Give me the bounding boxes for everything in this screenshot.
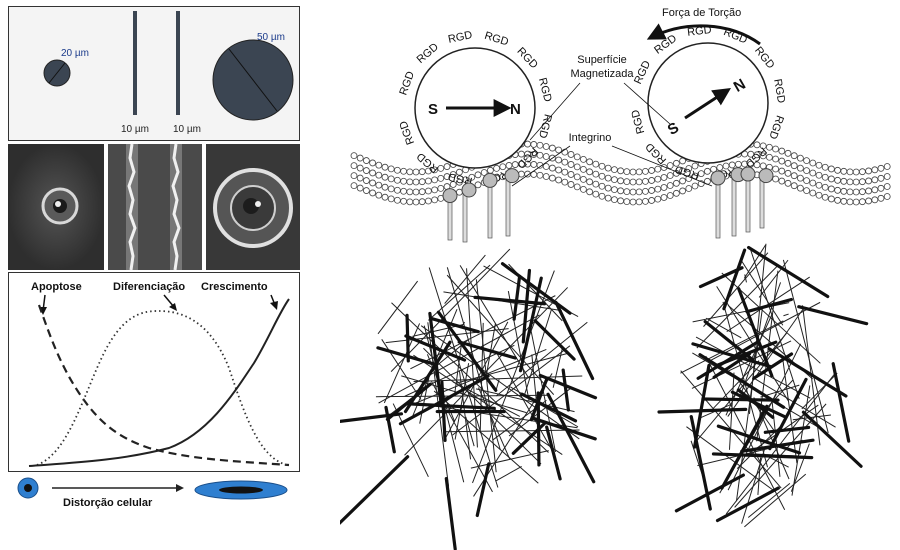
- integrin-label: Integrino: [569, 132, 612, 144]
- magnet-arrow-right: [684, 88, 732, 120]
- micrograph-small-island: [8, 144, 104, 270]
- north-pole-left: N: [510, 101, 521, 118]
- magnetic-bead-right: S N: [647, 42, 769, 164]
- apoptose-label: Apoptose: [31, 281, 82, 293]
- cytoskeleton-right: [657, 243, 869, 528]
- rgd-label: RGD: [483, 30, 510, 49]
- micrograph-line-patterns: [108, 144, 202, 270]
- torque-arrow: [646, 23, 761, 46]
- large-island-diameter: [228, 48, 278, 112]
- diferenciacao-curve: [36, 310, 288, 466]
- rgd-label: RGD: [771, 78, 787, 104]
- small-island-diameter: [48, 62, 66, 84]
- micropattern-drawing: 20 µm 10 µm 10 µm 50 µm: [43, 11, 294, 135]
- line-pattern-1: [133, 11, 137, 115]
- diferenciacao-label: Diferenciação: [113, 281, 185, 293]
- line-pattern-2-label: 10 µm: [173, 124, 201, 135]
- micropattern-panel: 20 µm 10 µm 10 µm 50 µm: [8, 6, 300, 141]
- crescimento-curve: [28, 298, 290, 467]
- small-island-label: 20 µm: [61, 48, 89, 59]
- rgd-label: RGD: [766, 114, 786, 141]
- magnetic-twisting-diagram: Força de Torção S N S N RGD RGD RGD RGD RGD R…: [340, 7, 891, 550]
- cytoskeleton-left: [340, 248, 598, 550]
- rgd-label: RGD: [397, 119, 417, 146]
- torque-label: Força de Torção: [662, 7, 741, 19]
- rgd-label: RGD: [397, 70, 417, 97]
- rgd-label: RGD: [722, 26, 749, 46]
- magnetic-bead-left: S N: [414, 47, 536, 169]
- rgd-label: RGD: [447, 29, 473, 46]
- rgd-label: RGD: [447, 170, 473, 187]
- surface-label-line1: Superfície: [577, 54, 627, 66]
- fate-graph: Apoptose Diferenciação Crescimento: [8, 272, 300, 472]
- rgd-label: RGD: [632, 59, 653, 86]
- cell-membrane: [350, 140, 891, 206]
- line-pattern-1-label: 10 µm: [121, 124, 149, 135]
- rgd-label: RGD: [536, 113, 554, 140]
- micrograph-large-island: [206, 144, 300, 270]
- rgd-label: RGD: [629, 108, 647, 135]
- integrin-receptors: [442, 166, 774, 243]
- south-pole-left: S: [428, 101, 438, 118]
- surface-label-line2: Magnetizada: [571, 68, 635, 80]
- large-island-label: 50 µm: [257, 32, 285, 43]
- line-pattern-2: [176, 11, 180, 115]
- crescimento-label: Crescimento: [201, 281, 268, 293]
- rgd-label: RGD: [536, 77, 554, 104]
- cell-distortion-axis: Distorção celular: [17, 477, 288, 509]
- apoptose-curve: [37, 304, 290, 467]
- distortion-label: Distorção celular: [63, 497, 153, 509]
- rgd-label: RGD: [687, 24, 713, 39]
